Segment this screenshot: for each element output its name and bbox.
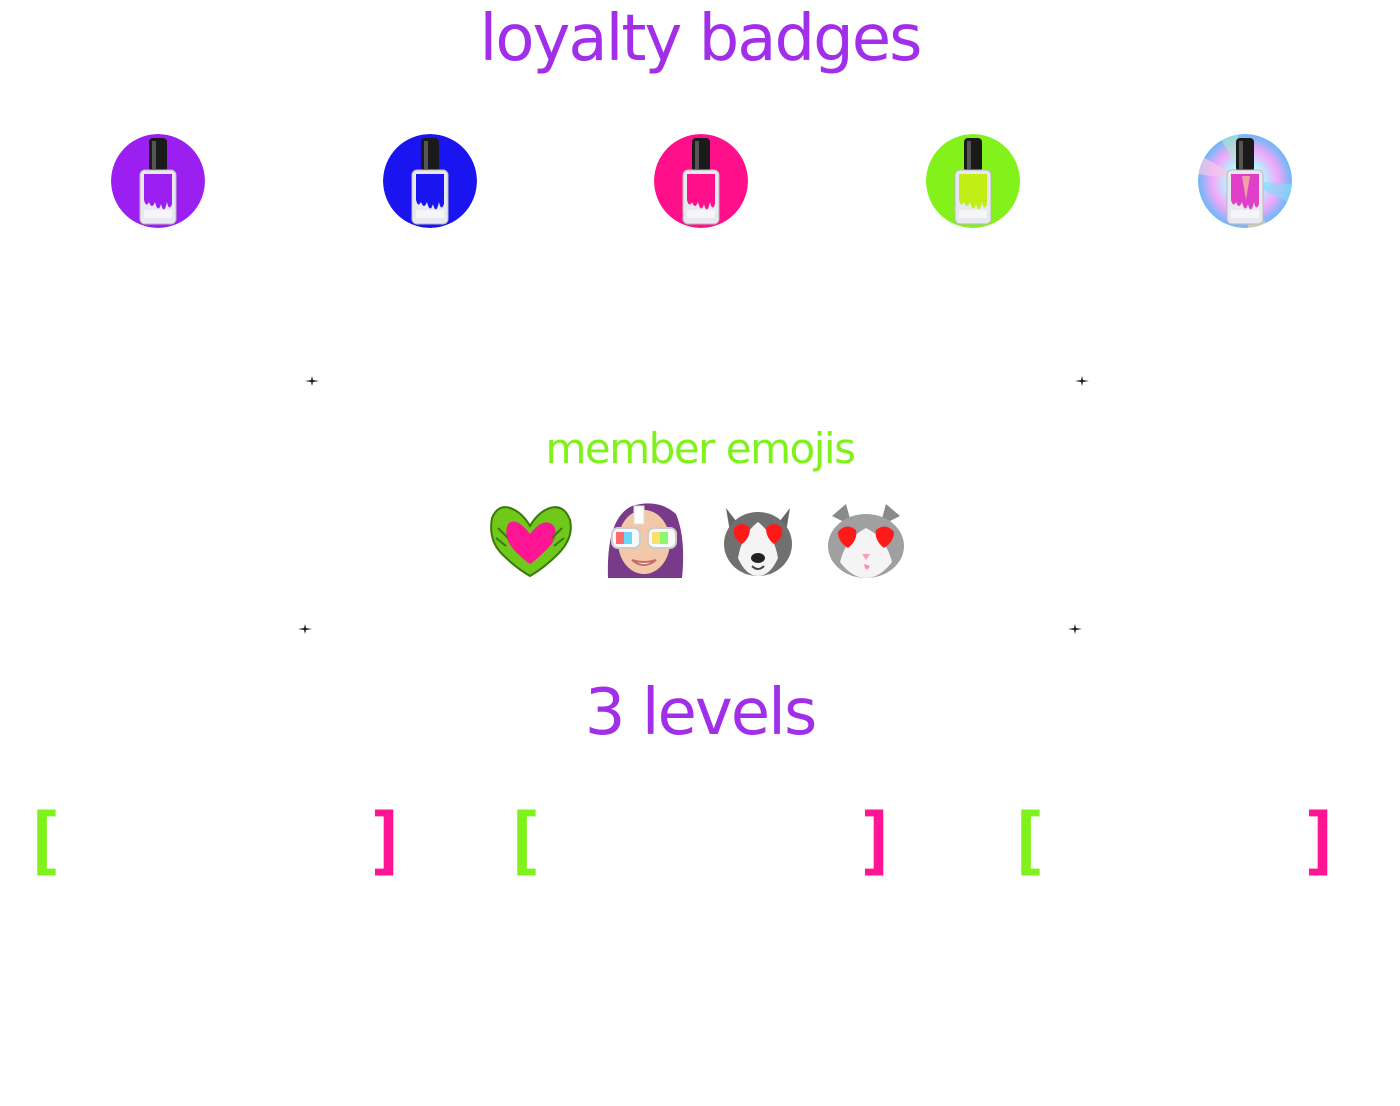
badge-purple[interactable] (111, 134, 205, 228)
nail-polish-icon (926, 134, 1020, 228)
heart-hands-icon (490, 506, 572, 578)
level-3-bracket-close: ] (1298, 798, 1343, 884)
level-2-bracket-close: ] (854, 798, 899, 884)
badge-pink[interactable] (654, 134, 748, 228)
sparkle-icon (298, 624, 312, 634)
emoji-husky-heart-eyes[interactable] (716, 498, 800, 578)
level-1-bracket-open: [ (22, 798, 67, 884)
badges-title: loyalty badges (479, 2, 923, 76)
level-2-bracket-open: [ (502, 798, 547, 884)
cat-heart-eyes-icon (828, 504, 904, 578)
emoji-heart-hands[interactable] (488, 498, 572, 578)
emoji-girl-glasses[interactable] (602, 498, 686, 578)
levels-title: 3 levels (584, 676, 818, 750)
level-box-1 (24, 810, 386, 870)
sparkle-icon (305, 376, 319, 386)
nail-polish-icon (111, 134, 205, 228)
nail-polish-icon (383, 134, 477, 228)
level-3-bracket-open: [ (1006, 798, 1051, 884)
nail-polish-icon (1198, 134, 1292, 228)
badge-blue[interactable] (383, 134, 477, 228)
sparkle-icon (1068, 624, 1082, 634)
level-box-2 (504, 810, 876, 870)
sparkle-icon (1075, 376, 1089, 386)
badge-holographic[interactable] (1198, 134, 1292, 228)
nail-polish-icon (654, 134, 748, 228)
girl-glasses-icon (602, 498, 686, 578)
badge-green[interactable] (926, 134, 1020, 228)
emojis-title: member emojis (545, 424, 856, 473)
level-box-3 (1008, 810, 1320, 870)
husky-heart-eyes-icon (724, 508, 792, 576)
level-1-bracket-close: ] (364, 798, 409, 884)
emoji-cat-heart-eyes[interactable] (824, 498, 908, 578)
